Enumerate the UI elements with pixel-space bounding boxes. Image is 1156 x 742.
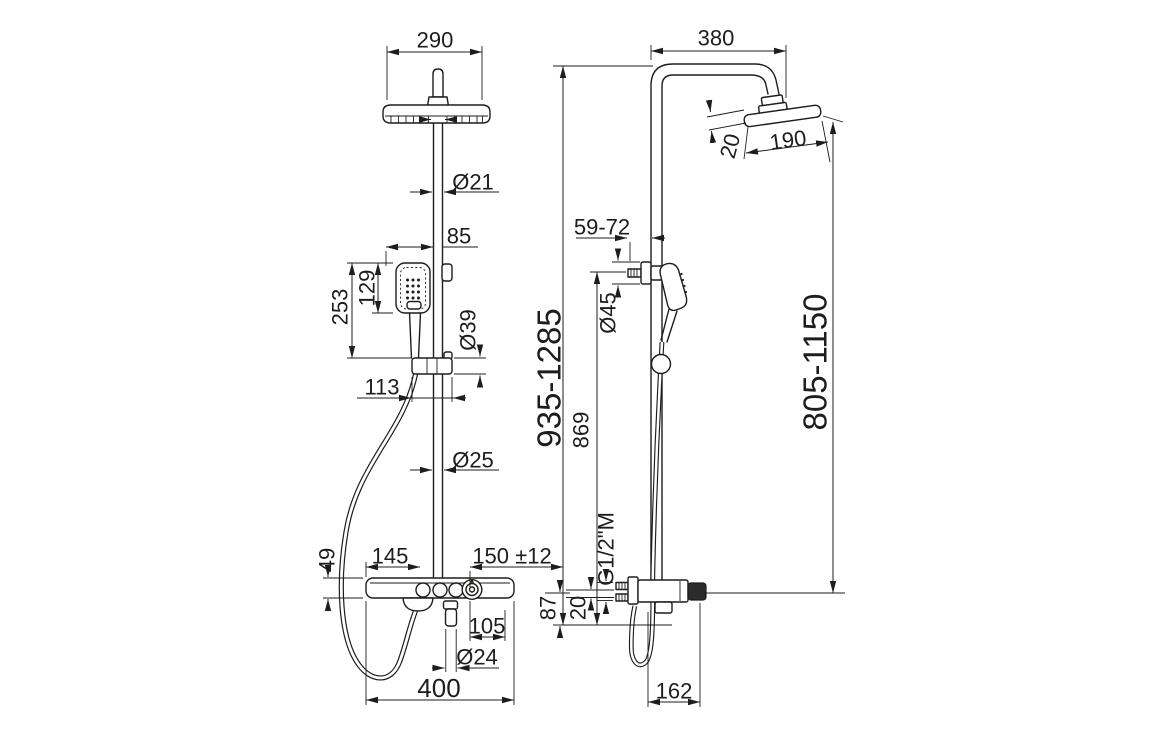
dim-overall-height: 935-1285 bbox=[531, 66, 568, 625]
spray-dots bbox=[406, 278, 420, 300]
slider-ball bbox=[650, 353, 672, 375]
dim-wall-to-riser: 59-72 bbox=[574, 215, 665, 261]
handset-button bbox=[406, 300, 422, 310]
side-view: 380 20 190 59-72 935-1285 bbox=[531, 26, 845, 707]
dim-head-diameter: 190 bbox=[743, 120, 831, 163]
front-view: 290 Ø21 85 129 253 bbox=[315, 28, 563, 705]
dim-label-head-height: 805-1150 bbox=[797, 293, 834, 430]
button-1 bbox=[415, 582, 431, 598]
dim-arm-projection: 380 bbox=[650, 26, 787, 98]
dim-connection-thread: G1/2"M bbox=[594, 512, 619, 614]
dim-bracket-diameter: Ø45 bbox=[596, 248, 640, 334]
dim-riser-height: 869 bbox=[569, 271, 626, 625]
dim-label-supply-height: 87 bbox=[536, 596, 561, 620]
wall-plate bbox=[627, 576, 639, 605]
dim-label-outlet-diameter: Ø24 bbox=[456, 645, 498, 670]
dim-handset-to-riser: 85 bbox=[385, 224, 478, 266]
rail-holder-tab bbox=[441, 263, 453, 282]
dim-label-overall-height: 935-1285 bbox=[531, 308, 568, 447]
dim-head-height: 805-1150 bbox=[797, 115, 844, 593]
dim-label-handset-length: 129 bbox=[355, 270, 380, 307]
shower-hose bbox=[338, 373, 419, 681]
dim-label-bracket-diameter: Ø45 bbox=[596, 292, 621, 334]
dim-head-width: 290 bbox=[386, 28, 483, 100]
dim-riser-diameter: Ø21 bbox=[410, 170, 499, 196]
hose-outlet-tab bbox=[654, 601, 673, 614]
dim-handset-assembly: 253 bbox=[328, 263, 411, 359]
dim-head-thickness: 20 bbox=[705, 99, 747, 161]
dim-shelf-width: 400 bbox=[365, 601, 515, 705]
dim-label-head-diameter: 190 bbox=[768, 125, 808, 155]
dim-label-body-depth: 162 bbox=[656, 679, 693, 704]
overhead-shower-side bbox=[743, 94, 822, 128]
dim-label-arm-projection: 380 bbox=[698, 26, 735, 51]
button-3 bbox=[448, 582, 464, 598]
hand-shower bbox=[395, 262, 431, 359]
dim-left-to-riser: 145 bbox=[365, 544, 420, 577]
temperature-knob bbox=[461, 579, 483, 601]
dim-label-shelf-thickness: 49 bbox=[315, 548, 340, 572]
dim-label-wall-to-riser: 59-72 bbox=[574, 215, 630, 240]
mixer-valve bbox=[615, 576, 707, 614]
dim-label-left-to-riser: 145 bbox=[372, 544, 409, 569]
dim-supply-offset: 20 bbox=[566, 577, 614, 620]
dim-label-outlet-spacing: 105 bbox=[469, 614, 506, 639]
dim-label-supply-offset: 20 bbox=[566, 596, 591, 620]
dim-label-lower-riser-diameter: Ø25 bbox=[452, 448, 494, 473]
dim-label-riser-to-supply: 150 ±12 bbox=[472, 544, 551, 569]
button-2 bbox=[432, 582, 448, 598]
dim-outlet-diameter: Ø24 bbox=[432, 629, 499, 672]
dim-label-handset-assembly: 253 bbox=[328, 289, 353, 326]
knob-pointer bbox=[469, 579, 475, 583]
hose-connection-bump bbox=[402, 597, 434, 612]
dim-supply-height: 87 bbox=[536, 580, 570, 638]
dim-label-connection-thread: G1/2"M bbox=[594, 512, 619, 586]
dim-label-riser-height: 869 bbox=[569, 412, 594, 449]
dim-label-slider-diameter: Ø39 bbox=[456, 309, 481, 351]
overhead-shower bbox=[382, 68, 491, 124]
dim-label-head-width: 290 bbox=[417, 28, 454, 53]
dim-label-head-thickness: 20 bbox=[715, 131, 745, 161]
dim-body-depth: 162 bbox=[647, 603, 701, 707]
dim-label-shelf-width: 400 bbox=[417, 673, 460, 703]
dim-label-riser-diameter: Ø21 bbox=[452, 170, 494, 195]
control-knobs bbox=[415, 579, 483, 601]
slider-holder bbox=[411, 351, 453, 375]
dim-slider-diameter: Ø39 bbox=[454, 309, 486, 388]
hand-shower-side bbox=[659, 262, 688, 343]
shower-hose-side bbox=[628, 341, 665, 668]
dim-shelf-thickness: 49 bbox=[315, 548, 363, 611]
dim-label-slider-width: 113 bbox=[364, 375, 399, 400]
shower-arm-and-riser bbox=[650, 63, 780, 594]
dim-riser-to-supply: 150 ±12 bbox=[469, 544, 563, 587]
dim-slider-width: 113 bbox=[357, 375, 466, 402]
dim-label-handset-to-riser: 85 bbox=[447, 224, 471, 249]
dim-lower-riser-diameter: Ø25 bbox=[410, 448, 499, 474]
dim-handset-length: 129 bbox=[347, 262, 393, 314]
handle-knob bbox=[687, 582, 707, 601]
riser-pipe bbox=[432, 122, 444, 579]
dim-outlet-spacing: 105 bbox=[469, 601, 506, 641]
valve-body bbox=[637, 579, 689, 603]
outlet-spout bbox=[442, 600, 459, 627]
